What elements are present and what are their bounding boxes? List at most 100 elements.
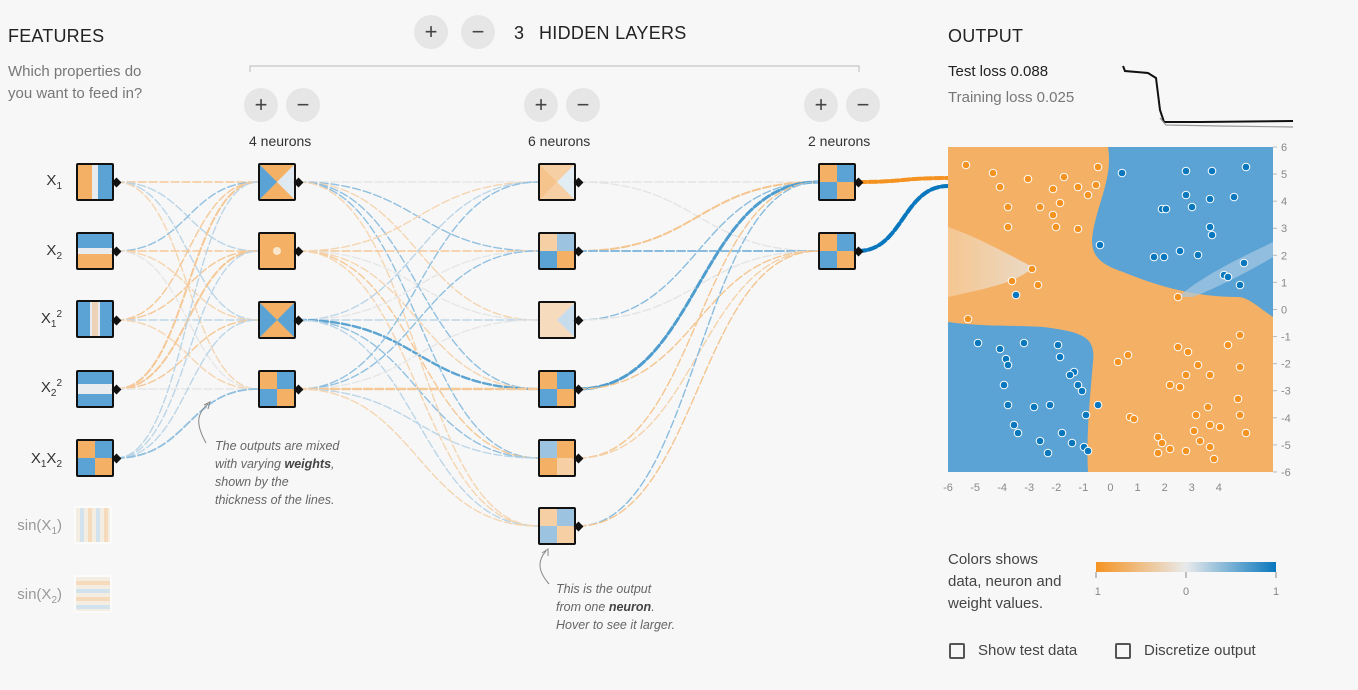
x-tick-label: 3 xyxy=(1189,482,1195,494)
output-heatmap xyxy=(948,147,1273,472)
blue-data-point xyxy=(1067,438,1077,448)
x-tick-label: -3 xyxy=(1024,482,1034,494)
x-tick-label: 2 xyxy=(1162,482,1168,494)
orange-data-point xyxy=(1223,340,1233,350)
feature-label-sin-x2: sin(X2) xyxy=(17,586,62,606)
y-tick-label: 1 xyxy=(1281,277,1287,289)
layer1-neuron-count: 4 neurons xyxy=(249,133,312,149)
orange-data-point xyxy=(1059,172,1069,182)
blue-data-point xyxy=(1159,252,1169,262)
blue-data-point xyxy=(1053,340,1063,350)
add-layer-button[interactable]: + xyxy=(414,15,448,49)
orange-data-point xyxy=(1153,432,1163,442)
orange-data-point xyxy=(1233,394,1243,404)
show-test-data-label[interactable]: Show test data xyxy=(978,642,1078,659)
feature-label-x1: X1 xyxy=(46,172,62,192)
blue-data-point xyxy=(1093,400,1103,410)
layer1-add-neuron-button[interactable]: + xyxy=(244,88,278,122)
layer3-add-neuron-button[interactable]: + xyxy=(804,88,838,122)
layer2-neuron-5[interactable] xyxy=(538,439,576,477)
orange-data-point xyxy=(1051,222,1061,232)
y-tick-label: 6 xyxy=(1281,142,1287,154)
orange-data-point xyxy=(1091,180,1101,190)
feature-node-sin-x2[interactable] xyxy=(74,575,112,613)
blue-data-point xyxy=(999,380,1009,390)
legend-line1: Colors shows xyxy=(948,551,1039,568)
orange-data-point xyxy=(1205,370,1215,380)
layer2-neuron-2[interactable] xyxy=(538,232,576,270)
blue-data-point xyxy=(1003,400,1013,410)
blue-data-point xyxy=(1009,420,1019,430)
x-tick-label: 1 xyxy=(1134,482,1140,494)
layer3-remove-neuron-button[interactable]: − xyxy=(846,88,880,122)
feature-node-x2[interactable] xyxy=(76,232,114,270)
feature-node-x2-squared[interactable] xyxy=(76,370,114,408)
orange-data-point xyxy=(1189,426,1199,436)
layer1-neuron-2[interactable] xyxy=(258,232,296,270)
layer2-neuron-3[interactable] xyxy=(538,301,576,339)
orange-data-point xyxy=(1191,410,1201,420)
layer3-neuron-2[interactable] xyxy=(818,232,856,270)
layer1-neuron-4[interactable] xyxy=(258,370,296,408)
orange-data-point xyxy=(1173,292,1183,302)
orange-data-point xyxy=(1181,446,1191,456)
y-tick-label: -1 xyxy=(1281,332,1291,344)
orange-data-point xyxy=(1033,280,1043,290)
orange-data-point xyxy=(1093,162,1103,172)
layer2-neuron-1[interactable] xyxy=(538,163,576,201)
layer2-neuron-6[interactable] xyxy=(538,507,576,545)
features-subtitle: Which properties do you want to feed in? xyxy=(8,61,142,105)
layer1-neuron-3[interactable] xyxy=(258,301,296,339)
layer3-neuron-1[interactable] xyxy=(818,163,856,201)
legend-mid: 0 xyxy=(1183,586,1189,598)
blue-data-point xyxy=(1235,280,1245,290)
orange-data-point xyxy=(1195,436,1205,446)
legend-line2: data, neuron and xyxy=(948,573,1062,590)
layer1-neuron-1[interactable] xyxy=(258,163,296,201)
y-tick-label: -4 xyxy=(1281,413,1291,425)
layer2-neuron-4[interactable] xyxy=(538,370,576,408)
orange-data-point xyxy=(1235,330,1245,340)
show-test-data-checkbox[interactable] xyxy=(949,643,965,659)
blue-data-point xyxy=(1241,162,1251,172)
blue-data-point xyxy=(1057,428,1067,438)
blue-data-point xyxy=(1019,338,1029,348)
y-tick-label: 0 xyxy=(1281,304,1287,316)
y-tick-label: -6 xyxy=(1281,467,1291,479)
layer-count: 3 xyxy=(514,23,525,43)
discretize-output-label[interactable]: Discretize output xyxy=(1144,642,1256,659)
blue-data-point xyxy=(1011,290,1021,300)
blue-data-point xyxy=(1035,436,1045,446)
orange-data-point xyxy=(1055,198,1065,208)
layer2-add-neuron-button[interactable]: + xyxy=(524,88,558,122)
weights-note: The outputs are mixed with varying weigh… xyxy=(215,439,340,507)
blue-data-point xyxy=(1083,446,1093,456)
orange-data-point xyxy=(963,314,973,324)
feature-node-sin-x1[interactable] xyxy=(74,506,112,544)
orange-data-point xyxy=(1175,382,1185,392)
orange-data-point xyxy=(1027,264,1037,274)
blue-data-point xyxy=(1065,370,1075,380)
test-loss: Test loss 0.088 xyxy=(948,63,1049,80)
remove-layer-button[interactable]: − xyxy=(461,15,495,49)
feature-node-x1[interactable] xyxy=(76,163,114,201)
blue-data-point xyxy=(995,344,1005,354)
orange-data-point xyxy=(1048,210,1058,220)
layer1-remove-neuron-button[interactable]: − xyxy=(286,88,320,122)
orange-data-point xyxy=(1215,422,1225,432)
orange-data-point xyxy=(1073,182,1083,192)
orange-data-point xyxy=(1209,454,1219,464)
blue-data-point xyxy=(1055,352,1065,362)
training-loss: Training loss 0.025 xyxy=(948,89,1075,106)
heatmap-axes: -6-5-4-3-2-10123456 xyxy=(943,482,1222,494)
feature-label-x1-squared: X12 xyxy=(40,309,62,330)
orange-data-point xyxy=(1235,362,1245,372)
discretize-output-checkbox[interactable] xyxy=(1115,643,1131,659)
x-tick-label: 4 xyxy=(1216,482,1222,494)
layer2-remove-neuron-button[interactable]: − xyxy=(566,88,600,122)
orange-data-point xyxy=(1083,190,1093,200)
loss-curve xyxy=(1122,65,1294,128)
orange-data-point xyxy=(1165,444,1175,454)
